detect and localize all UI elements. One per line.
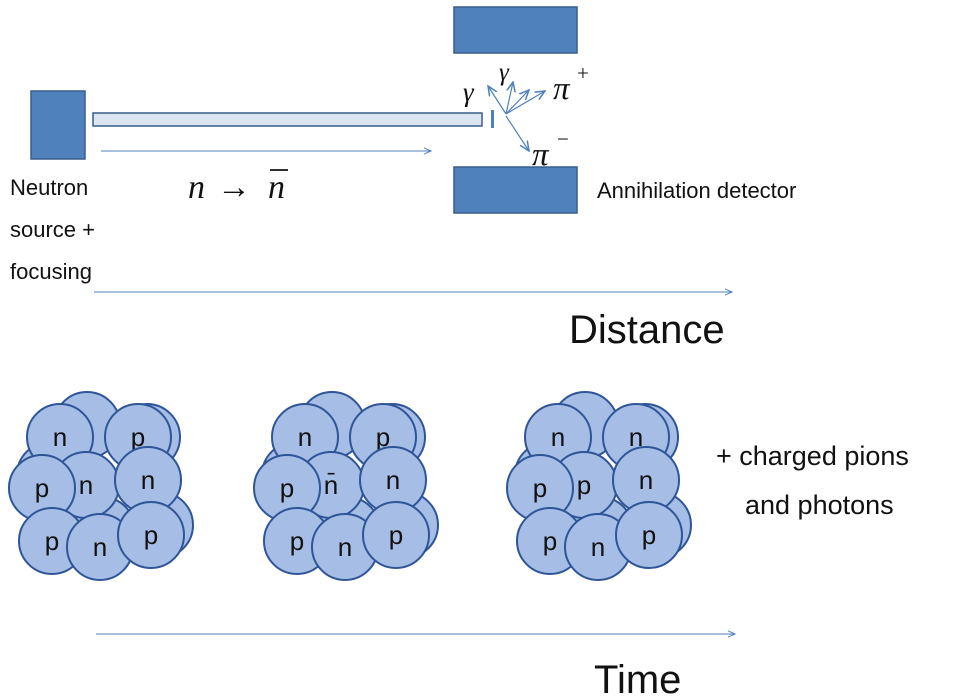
beam-pipe <box>92 112 483 127</box>
products-label-line1: + charged pions <box>716 441 909 471</box>
nucleon-label: p <box>280 473 294 503</box>
distance-label: Distance <box>569 308 725 352</box>
nucleon-label: n <box>639 465 653 495</box>
detector-label: Annihilation detector <box>597 178 796 203</box>
nucleon-label: n <box>79 470 93 500</box>
pi-minus-superscript: − <box>557 127 569 151</box>
source-label-line2: source + <box>10 217 95 242</box>
target-foil <box>491 110 494 128</box>
products-label-line2: and photons <box>745 490 894 520</box>
pi-minus-label: π <box>532 137 550 173</box>
gamma2-track <box>505 82 513 115</box>
nucleon-label: p <box>376 422 390 452</box>
detector-block-top <box>453 6 578 54</box>
nucleon-label: p <box>577 470 591 500</box>
nucleon-label: n̄ <box>324 470 338 500</box>
pi-minus-track <box>505 115 529 151</box>
nucleon-label: n <box>53 422 67 452</box>
nucleon-label: p <box>131 422 145 452</box>
nucleon-label: p <box>543 526 557 556</box>
source-label-line1: Neutron <box>10 175 88 200</box>
nucleon-label: p <box>533 473 547 503</box>
gamma1-label: γ <box>463 77 475 107</box>
nucleon-label: n <box>93 532 107 562</box>
neutron-source-block <box>30 90 86 160</box>
nucleon <box>362 501 430 569</box>
pi-plus-superscript: + <box>577 61 589 85</box>
nucleon-label: n <box>141 465 155 495</box>
gamma1-track <box>488 86 507 115</box>
gamma2-label: γ <box>499 59 510 86</box>
nucleon-label: p <box>642 520 656 550</box>
nucleon-label: p <box>389 520 403 550</box>
nucleon-label: n <box>551 422 565 452</box>
nucleon <box>117 501 185 569</box>
nucleon-label: n <box>591 532 605 562</box>
pi-plus-label: π <box>553 71 571 107</box>
nucleon-label: p <box>290 526 304 556</box>
gamma3-track <box>505 90 529 115</box>
nucleon-label: n <box>629 422 643 452</box>
nucleon-label: p <box>35 473 49 503</box>
nucleon-label: n <box>386 465 400 495</box>
oscillation-nbar: n <box>268 169 285 206</box>
nucleon-label: n <box>298 422 312 452</box>
source-label-line3: focusing <box>10 259 92 284</box>
detector-block-bottom <box>453 166 578 214</box>
nucleon-label: p <box>144 520 158 550</box>
nucleon <box>615 501 683 569</box>
nucleon-label: n <box>338 532 352 562</box>
pi-plus-track <box>505 91 545 115</box>
oscillation-n: n <box>188 169 205 206</box>
time-label: Time <box>594 658 681 699</box>
oscillation-arrow: → <box>217 169 251 206</box>
nucleon-label: p <box>45 526 59 556</box>
